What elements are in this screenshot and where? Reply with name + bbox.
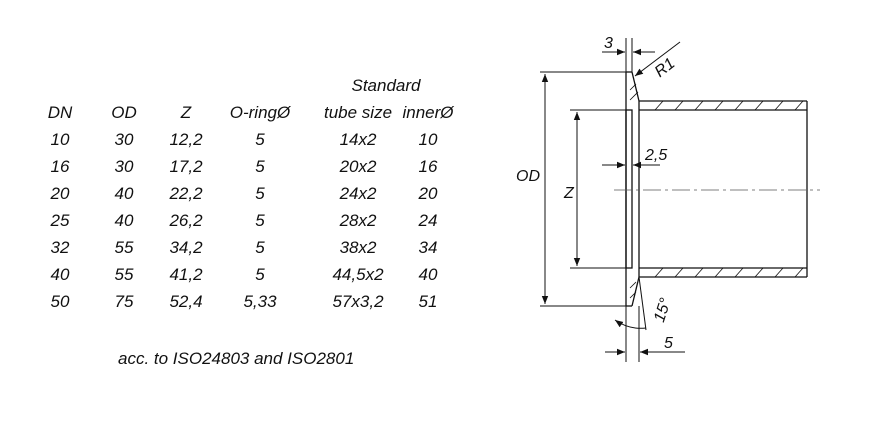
table-cell: 40 bbox=[114, 184, 134, 203]
table-cell: 5 bbox=[255, 211, 265, 230]
table-cell: 30 bbox=[114, 157, 134, 176]
column-header: tube size bbox=[323, 103, 393, 122]
column-header: Z bbox=[180, 103, 192, 122]
table-cell: 20 bbox=[418, 184, 438, 203]
table-cell: 41,2 bbox=[169, 265, 203, 284]
table-cell: 5 bbox=[255, 130, 265, 149]
table-cell: 50 bbox=[50, 292, 70, 311]
table-cell: 40 bbox=[50, 265, 70, 284]
radius-label: R1 bbox=[652, 55, 679, 81]
table-cell: 40 bbox=[418, 265, 438, 284]
tube bbox=[639, 100, 808, 278]
table-cell: 5 bbox=[255, 184, 265, 203]
table-cell: 5 bbox=[255, 157, 265, 176]
table-cell: 5 bbox=[255, 238, 265, 257]
table-cell: 14x2 bbox=[339, 130, 377, 149]
table-cell: 16 bbox=[50, 157, 70, 176]
table-cell: 55 bbox=[114, 265, 134, 284]
table-cell: 25 bbox=[50, 211, 70, 230]
table-cell: 12,2 bbox=[169, 130, 203, 149]
table-cell: 5,33 bbox=[243, 292, 277, 311]
groove-label: 2,5 bbox=[644, 147, 667, 164]
table-cell: 20 bbox=[50, 184, 70, 203]
flange-outline bbox=[625, 71, 640, 307]
table-cell: 40 bbox=[114, 211, 134, 230]
table-cell: 30 bbox=[114, 130, 134, 149]
table-cell: 10 bbox=[50, 130, 70, 149]
table-cell: 10 bbox=[418, 130, 438, 149]
table-cell: 24 bbox=[418, 211, 438, 230]
od-dimension bbox=[540, 71, 626, 307]
standard-group-header: Standard bbox=[351, 76, 421, 95]
table-cell: 34,2 bbox=[169, 238, 203, 257]
dim-top-label: 3 bbox=[604, 35, 613, 52]
table-cell: 75 bbox=[114, 292, 134, 311]
table-cell: 20x2 bbox=[339, 157, 377, 176]
table-cell: 38x2 bbox=[339, 238, 377, 257]
z-dimension bbox=[570, 109, 626, 269]
table-cell: 55 bbox=[114, 238, 134, 257]
bottom-width-dimension bbox=[605, 306, 685, 362]
table-cell: 57x3,2 bbox=[332, 292, 384, 311]
angle-label: 15° bbox=[651, 296, 675, 325]
top-width-dimension bbox=[602, 38, 655, 72]
table-cell: 34 bbox=[418, 238, 438, 257]
table-cell: 52,4 bbox=[169, 292, 203, 311]
table-cell: 51 bbox=[418, 292, 438, 311]
table-cell: 16 bbox=[418, 157, 438, 176]
z-label: Z bbox=[563, 185, 575, 202]
table-cell: 32 bbox=[50, 238, 70, 257]
table-cell: 5 bbox=[255, 265, 265, 284]
dim-bottom-label: 5 bbox=[664, 335, 673, 352]
column-header: O-ringØ bbox=[229, 103, 291, 122]
angle-dimension bbox=[614, 276, 647, 331]
column-header: DN bbox=[47, 103, 73, 122]
column-header: OD bbox=[111, 103, 137, 122]
table-cell: 44,5x2 bbox=[332, 265, 384, 284]
table-cell: 26,2 bbox=[169, 211, 203, 230]
tube-hatching bbox=[629, 83, 804, 299]
table-cell: 22,2 bbox=[169, 184, 203, 203]
radius-leader bbox=[634, 41, 681, 77]
table-cell: 17,2 bbox=[169, 157, 203, 176]
table-cell: 28x2 bbox=[339, 211, 377, 230]
column-header: innerØ bbox=[402, 103, 454, 122]
table-cell: 24x2 bbox=[339, 184, 377, 203]
od-label: OD bbox=[516, 168, 540, 185]
footnote: acc. to ISO24803 and ISO2801 bbox=[118, 349, 355, 368]
